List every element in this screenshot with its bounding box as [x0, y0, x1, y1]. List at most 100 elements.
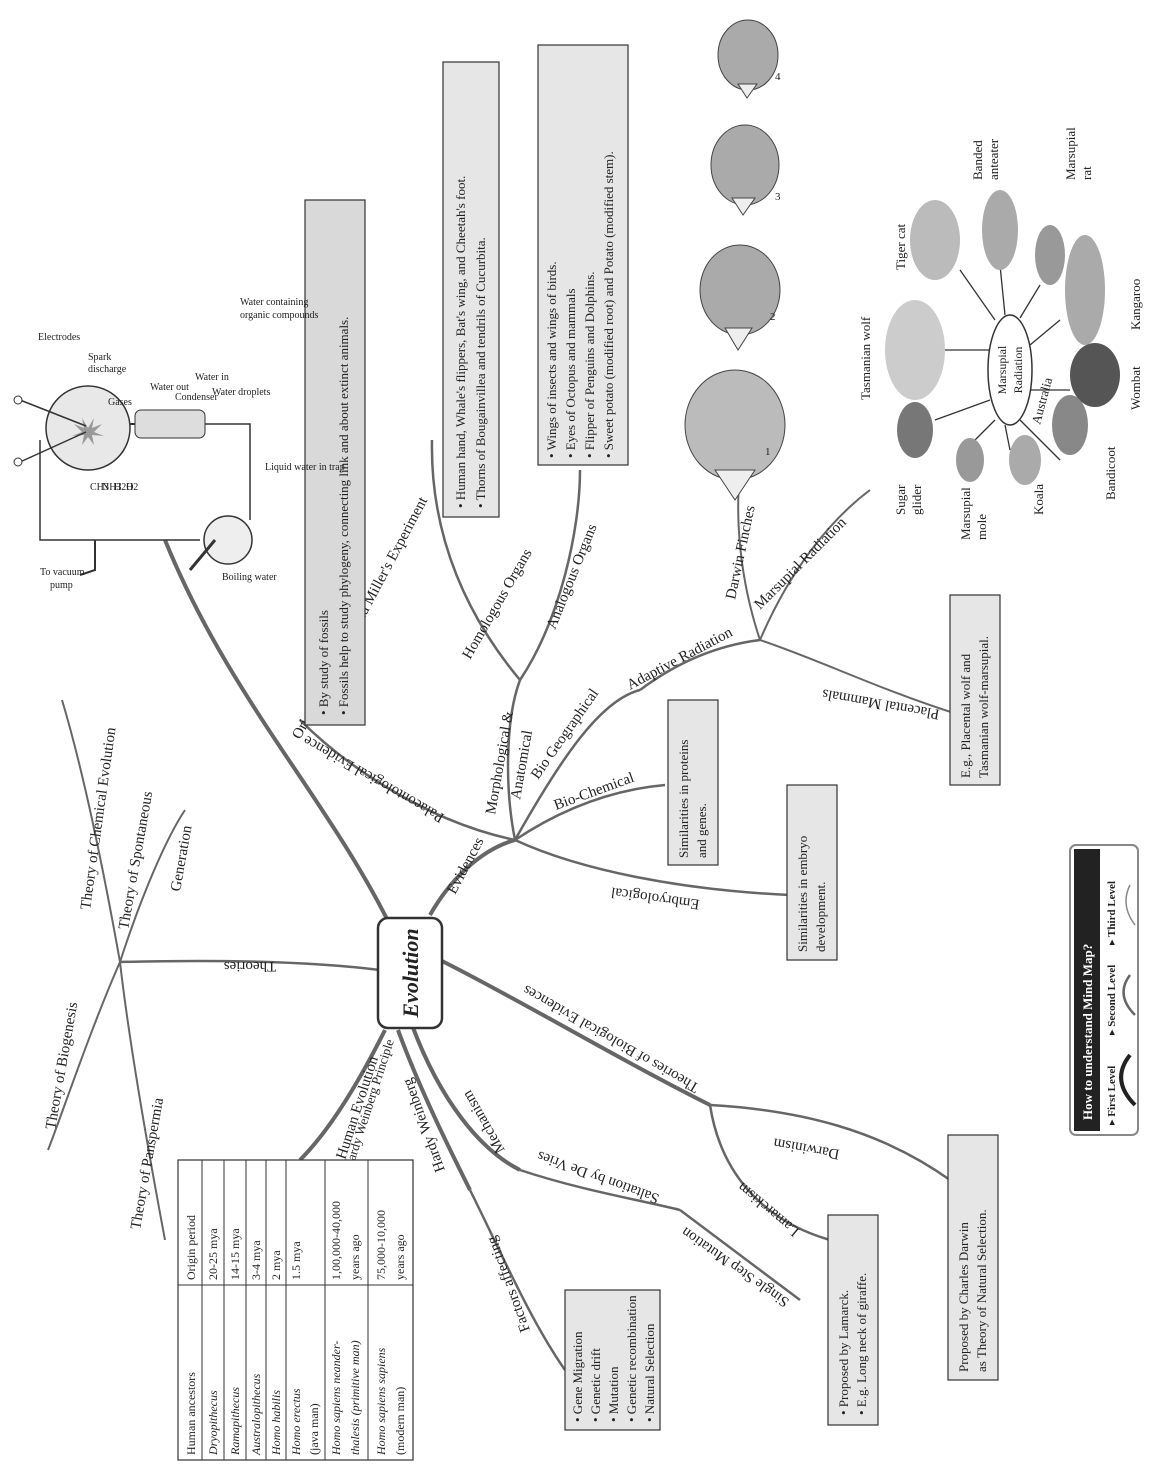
analogous-line-4: • Sweet potato (modified root) and Potat…	[601, 151, 616, 458]
label-spontaneous: Theory of Spontaneous	[116, 790, 156, 931]
label-adaptive: Adaptive Radiation	[624, 624, 735, 693]
table-row-1-period: 20-25 mya	[206, 1228, 220, 1280]
factors-line-4: • Genetic recombination	[624, 1295, 639, 1422]
branch-theories-bio	[440, 960, 710, 1105]
label-biogenesis: Theory of Biogenesis	[43, 1001, 81, 1131]
table-row-2-period: 14-15 mya	[228, 1228, 242, 1280]
tasmanian-wolf-icon	[885, 300, 945, 400]
table-row-7-name-2: (modern man)	[393, 1387, 407, 1455]
label-panspermia: Theory of Panspermia	[128, 1096, 167, 1230]
finch-3-icon: 3	[711, 125, 781, 215]
finch-label-1: 1	[765, 446, 771, 458]
finch-label-4: 4	[775, 71, 781, 83]
table-row-6-name: Homo sapiens neander-	[329, 1341, 343, 1456]
label-wombat: Wombat	[1128, 366, 1143, 410]
darwin-finches-illustration: 1 2 3 4	[685, 20, 785, 500]
label-factors: Factors affecting	[484, 1233, 534, 1334]
central-title: Evolution	[398, 928, 423, 1018]
label-darwinism: Darwinism	[772, 1134, 841, 1161]
label-theories-bio: Theories of Biological Evidences	[520, 981, 702, 1095]
box-homologous: • Human hand, Whale's flippers, Bat's wi…	[443, 62, 499, 517]
finch-2-icon: 2	[700, 245, 780, 350]
label-anteater: anteater	[986, 138, 1001, 180]
kangaroo-icon	[1065, 235, 1105, 345]
label-biogeo: Bio Geographical	[528, 686, 602, 782]
box-darwinism: Proposed by Charles Darwin as Theory of …	[948, 1135, 998, 1380]
label-glider: glider	[909, 484, 924, 515]
label-placental: Placental Mammals	[821, 685, 941, 721]
lamarck-line-1: • Proposed by Lamarck.	[836, 1290, 851, 1415]
urey-miller-apparatus: Electrodes Spark discharge Gases CH3 NH3…	[14, 297, 345, 591]
label-organic: Water containing	[240, 297, 308, 308]
label-single-step: Single Step Mutation	[678, 1223, 792, 1310]
label-spark-2: discharge	[88, 364, 127, 375]
homologous-line-2: • Thorns of Bougainvillea and tendrils o…	[473, 237, 488, 508]
finch-1-icon: 1	[685, 370, 785, 500]
label-gases: Gases	[108, 397, 132, 408]
label-tasmanian-wolf: Tasmanian wolf	[858, 316, 873, 400]
label-homologous: Homologous Organs	[460, 546, 536, 662]
placental-line-1: E.g., Placental wolf and	[958, 653, 973, 778]
factors-line-3: • Mutation	[606, 1366, 621, 1422]
table-row-4-name: Homo habilis	[269, 1390, 283, 1456]
marsupial-radiation: Marsupial Radiation Tasmanian wolf Tiger…	[858, 127, 1143, 540]
table-row-6-period: 1,00,000-40,000	[329, 1201, 343, 1280]
label-embryo: Embryological	[610, 884, 701, 912]
table-row-1-name: Dryopithecus	[206, 1390, 220, 1456]
label-lamarckism: Lamarckism	[735, 1179, 803, 1240]
analogous-line-3: • Flipper of Penguins and Dolphins.	[582, 271, 597, 458]
label-vacuum: To vacuum	[40, 567, 85, 578]
label-anatomical: Anatomical	[508, 729, 536, 801]
branch-darwinism	[710, 1105, 950, 1180]
analogous-line-1: • Wings of insects and wings of birds.	[544, 261, 559, 458]
box-embryo: Similarities in embryo development.	[787, 785, 837, 960]
label-tiger-cat: Tiger cat	[893, 224, 908, 270]
label-electrodes: Electrodes	[38, 332, 80, 343]
mechanism-labels: Darwinism Lamarckism Saltation by De Vri…	[484, 1134, 841, 1334]
analogous-line-2: • Eyes of Octopus and mammals	[563, 288, 578, 458]
table-row-2-name: Ramapithecus	[228, 1387, 242, 1456]
finch-4-icon: 4	[718, 20, 781, 98]
table-row-4-period: 2 mya	[269, 1250, 283, 1280]
label-kangaroo: Kangaroo	[1128, 279, 1143, 330]
table-row-5-name: Homo erectus	[289, 1388, 303, 1456]
biochem-line-2: and genes.	[694, 803, 709, 858]
boiling-flask	[204, 516, 252, 564]
bandicoot-icon	[1052, 395, 1088, 455]
branch-marsupial-rad	[760, 490, 870, 640]
tiger-cat-icon	[910, 200, 960, 280]
trap-tube	[205, 424, 250, 520]
factors-line-2: • Genetic drift	[588, 1348, 603, 1422]
darwinism-line-1: Proposed by Charles Darwin	[956, 1222, 971, 1372]
label-koala: Koala	[1031, 484, 1046, 515]
label-boiling: Boiling water	[222, 572, 277, 583]
ancestors-table: Human ancestors Origin period Dryopithec…	[178, 1160, 413, 1460]
table-row-7-period: 75,000-10,000	[374, 1210, 388, 1280]
box-homologous-frame	[443, 62, 499, 517]
label-morph: Morphological &	[483, 710, 517, 816]
legend-third: ▸ Third Level	[1106, 881, 1118, 945]
label-vacuum-2: pump	[50, 580, 73, 591]
theories-group: Theory of Chemical Evolution Theory of S…	[43, 726, 195, 1231]
finch-label-3: 3	[775, 191, 781, 203]
condenser	[135, 410, 205, 438]
legend-first: ▸ First Level	[1106, 1066, 1118, 1125]
lamarck-line-2: • E.g. Long neck of giraffe.	[854, 1273, 869, 1415]
fossils-line-2: • Fossils help to study phylogeny, conne…	[336, 317, 351, 715]
table-header-period: Origin period	[184, 1215, 198, 1280]
marsupial-rat-icon	[1035, 225, 1065, 285]
label-banded: Banded	[970, 140, 985, 180]
embryo-line-2: development.	[813, 882, 828, 952]
table-row-6-name-2: thalesis (primitive man)	[348, 1340, 362, 1455]
legend: How to understand Mind Map? ▸ First Leve…	[1070, 845, 1138, 1135]
label-marsupial-mole: Marsupial	[958, 487, 973, 540]
table-row-5-name-2: (java man)	[307, 1403, 321, 1455]
central-node: Evolution	[378, 918, 442, 1028]
fossils-line-1: • By study of fossils	[316, 610, 331, 715]
banded-anteater-icon	[982, 190, 1018, 270]
box-lamarck: • Proposed by Lamarck. • E.g. Long neck …	[828, 1215, 878, 1425]
wombat-icon	[1070, 343, 1120, 407]
label-sugar: Sugar	[893, 484, 908, 515]
